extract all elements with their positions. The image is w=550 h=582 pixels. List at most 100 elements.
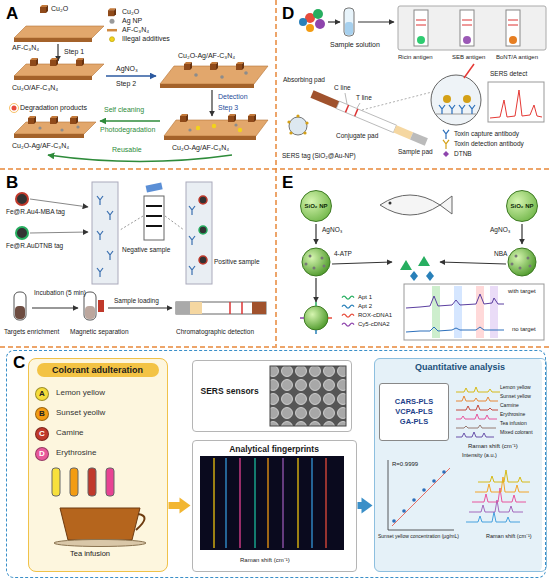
annotation-label: Cu₂O-Ag/AF-C₃N₄ xyxy=(12,142,69,150)
annotation-label: Cu₂O xyxy=(51,5,68,13)
annotation-label: Magnetic separation xyxy=(70,328,129,335)
node-text: E xyxy=(282,173,293,193)
flow-arrow xyxy=(358,498,373,514)
annotation-label: Intensity (a.u.) xyxy=(462,452,497,458)
node-text: SiO₂ NP xyxy=(510,203,533,210)
panel-region: CColorant adulterationALemon yellowBSuns… xyxy=(6,350,546,578)
annotation-label: Ricin antigen xyxy=(398,54,433,61)
flow-arrow xyxy=(169,498,191,514)
annotation-label: 4-ATP xyxy=(334,250,352,257)
node-caption: Lemon yellow xyxy=(56,388,105,397)
model-box: CARS-PLS VCPA-PLS GA-PLS xyxy=(379,383,449,441)
box-backgrounds xyxy=(28,358,542,572)
letter-circle: ALemon yellow xyxy=(35,387,49,401)
legend-sample xyxy=(443,140,449,149)
annotation-label: NBA xyxy=(494,250,507,257)
legend-text: Apt 1 xyxy=(358,294,372,301)
legend-text: Apt 2 xyxy=(358,303,372,310)
node-text: C xyxy=(39,429,45,438)
annotation-label: Mixed colorant xyxy=(500,430,533,436)
annotation-label: Sunset yellow concentration (μg/mL) xyxy=(378,534,459,540)
annotation-label: Fe@R.Au4-MBA tag xyxy=(6,208,65,215)
annotation-label: Step 3 xyxy=(218,104,238,112)
annotation-label: Raman shift (cm⁻¹) xyxy=(486,533,532,539)
annotation-label: with target xyxy=(508,288,536,295)
annotation-label: Detection xyxy=(218,93,248,101)
legend-sample xyxy=(108,8,116,16)
letter-circle: BSunset yeollw xyxy=(35,407,49,421)
annotation-label: Step 1 xyxy=(64,48,84,56)
node-caption: Erythrosine xyxy=(56,448,96,457)
legend-sample xyxy=(443,151,449,157)
annotation-label: Degradation products xyxy=(20,104,87,112)
legend-text: Cy5-cDNA2 xyxy=(358,321,390,328)
annotation-label: Sample pad xyxy=(398,148,433,155)
annotation-label: SERS tag (SiO₂@Au-NP) xyxy=(282,152,356,159)
legend-text: AF-C₃N₄ xyxy=(122,26,149,34)
annotation-label: Sample loading xyxy=(114,297,159,304)
letter-circle: DErythrosine xyxy=(35,447,49,461)
annotation-label: SERS detect xyxy=(490,70,527,77)
annotation-label: Targets enrichment xyxy=(4,328,59,335)
legend-text: Illegal additives xyxy=(122,35,170,43)
panel-region: B xyxy=(2,171,274,344)
panel-e-illustration xyxy=(300,195,544,340)
annotation-label: Reusable xyxy=(112,146,142,154)
node-text: B xyxy=(39,409,45,418)
annotation-label: Negative sample xyxy=(122,246,170,253)
annotation-label: Sunset yellow xyxy=(500,394,531,400)
node-caption: Camine xyxy=(56,428,84,437)
annotation-label: Sample solution xyxy=(330,41,380,49)
annotation-label: Erythrosine xyxy=(500,412,525,418)
panel-c-illustration xyxy=(52,366,530,550)
annotation-label: Step 2 xyxy=(116,80,136,88)
legend-sample xyxy=(342,314,354,317)
panel-separators xyxy=(0,0,550,347)
node-text: CARS-PLS VCPA-PLS GA-PLS xyxy=(392,397,436,427)
node-text: A xyxy=(39,389,45,398)
legend-sample xyxy=(342,323,354,326)
annotation-label: C line xyxy=(334,84,351,91)
legend-sample xyxy=(110,19,115,24)
annotation-label: Fe@R.AuDTNB tag xyxy=(6,242,63,249)
annotation-label: AgNO₃ xyxy=(116,65,138,73)
annotation-label: BoNT/A antigen xyxy=(496,54,538,61)
legend-text: Cu₂O xyxy=(122,8,139,16)
legend-text: Ag NP xyxy=(122,17,142,25)
annotation-label: no target xyxy=(512,326,536,333)
legend-sample xyxy=(342,305,354,308)
annotation-label: Positive sample xyxy=(214,258,260,265)
annotation-label: AF-C₃N₄ xyxy=(12,44,39,52)
panel-b-illustration xyxy=(14,182,266,320)
legend-sample xyxy=(110,37,115,42)
annotation-label: Raman shift (cm⁻¹) xyxy=(468,443,518,450)
annotation-label: Cu₂O-Ag/AF-C₃N₄ xyxy=(172,144,229,152)
node-text: SERS sensors xyxy=(201,387,267,397)
annotation-label: Cu₂O-Ag/AF-C₃N₄ xyxy=(178,52,235,60)
category-box: Colorant adulterationALemon yellowBSunse… xyxy=(28,358,168,572)
legend-sample xyxy=(107,29,117,32)
legend-sample xyxy=(342,296,354,299)
annotation-label: Chromatographic detection xyxy=(176,328,254,335)
letter-circle: CCamine xyxy=(35,427,49,441)
panel-a-illustration xyxy=(10,5,269,162)
annotation-label: Conjugate pad xyxy=(336,132,378,139)
annotation-label: Incubation (5 min) xyxy=(34,289,86,296)
annotation-label: Absorbing pad xyxy=(283,76,325,83)
node-text: A xyxy=(6,4,18,24)
nanoparticle-circle: SiO₂ NP xyxy=(506,190,538,222)
node-text: Quantitative analysis xyxy=(375,362,546,372)
node-text: B xyxy=(6,173,18,193)
annotation-label: Raman shift (cm⁻¹) xyxy=(240,557,290,564)
node-text: D xyxy=(282,4,294,24)
node-text: SiO₂ NP xyxy=(304,203,327,210)
annotation-label: AgNO₃ xyxy=(322,226,342,233)
image-box: SERS sensors xyxy=(192,360,352,432)
node-text: Colorant adulteration xyxy=(37,363,159,377)
annotation-label: Carmine xyxy=(500,403,519,409)
annotation-label: Tea infusion xyxy=(70,550,110,559)
annotation-label: Lemon yellow xyxy=(500,385,531,391)
process-box: Analytical fingerprints xyxy=(192,440,357,572)
panel-d-illustration xyxy=(287,6,546,146)
